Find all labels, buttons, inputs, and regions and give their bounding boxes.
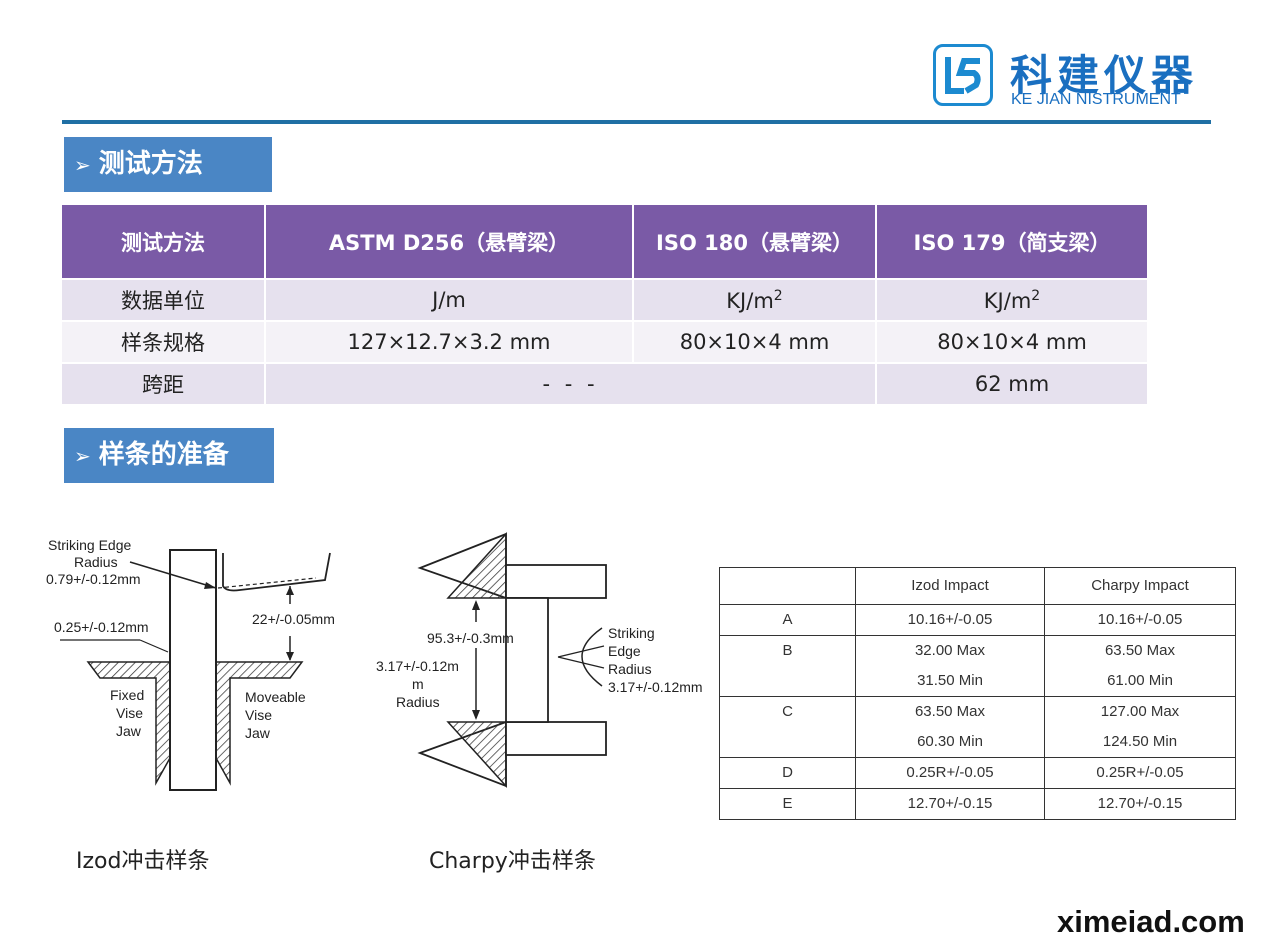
table-header: Izod Impact [855,567,1045,605]
row-label: D [719,757,856,789]
svg-text:Moveable: Moveable [245,689,306,705]
brand-name-en: KE JIAN NISTRUMENT [1011,91,1181,108]
table-header-row: Izod Impact Charpy Impact [719,567,1236,605]
row-label: E [719,788,856,820]
table-cell: 12.70+/-0.15 [855,788,1045,820]
svg-text:0.25+/-0.12mm: 0.25+/-0.12mm [54,619,149,635]
table-cell: 12.70+/-0.15 [1044,788,1236,820]
test-method-table: 测试方法 ASTM D256（悬臂梁） ISO 180（悬臂梁） ISO 179… [62,205,1149,404]
svg-text:0.79+/-0.12mm: 0.79+/-0.12mm [46,571,141,587]
svg-text:Striking Edge: Striking Edge [48,537,131,553]
arrow-icon: ➢ [74,444,91,468]
table-row: 跨距 - - - 62 mm [62,362,1149,404]
table-row: D 0.25R+/-0.05 0.25R+/-0.05 [719,757,1236,789]
table-header: 测试方法 [62,205,266,279]
table-cell: 127×12.7×3.2 mm [265,320,634,363]
charpy-specimen-diagram: 95.3+/-0.3mm 3.17+/-0.12m m Radius Strik… [376,532,702,788]
table-header-row: 测试方法 ASTM D256（悬臂梁） ISO 180（悬臂梁） ISO 179… [62,205,1149,279]
section-title-test-method: ➢测试方法 [64,137,272,192]
svg-text:22+/-0.05mm: 22+/-0.05mm [252,611,335,627]
table-cell: 0.25R+/-0.05 [855,757,1045,789]
moveable-jaw-shape [215,661,304,786]
brand-name-cn: 科建仪器 [1010,51,1199,100]
specimen-dimensions-table: Izod Impact Charpy Impact A 10.16+/-0.05… [719,567,1236,820]
row-label: 样条规格 [62,320,266,363]
table-row: 样条规格 127×12.7×3.2 mm 80×10×4 mm 80×10×4 … [62,320,1149,363]
watermark: ximeiad.com [1057,904,1245,939]
table-header: ASTM D256（悬臂梁） [265,205,634,279]
table-cell: 0.25R+/-0.05 [1044,757,1236,789]
svg-text:Jaw: Jaw [116,723,142,739]
caption-charpy: Charpy冲击样条 [429,849,596,874]
svg-text:Radius: Radius [608,661,652,677]
svg-text:Jaw: Jaw [245,725,271,741]
table-cell: KJ/m2 [876,278,1149,321]
caption-izod: Izod冲击样条 [76,849,210,874]
svg-text:Edge: Edge [608,643,641,659]
svg-text:Vise: Vise [245,707,272,723]
svg-text:Fixed: Fixed [110,687,144,703]
striker-shape [222,552,331,592]
svg-text:Striking: Striking [608,625,655,641]
table-cell: 10.16+/-0.05 [1044,604,1236,636]
svg-text:m: m [412,676,424,692]
header-divider [62,120,1211,124]
table-cell: - - - [265,362,877,404]
table-row: E 12.70+/-0.15 12.70+/-0.15 [719,788,1236,820]
fixed-jaw-shape [86,661,171,786]
table-header: ISO 180（悬臂梁） [633,205,877,279]
izod-specimen-diagram: Striking Edge Radius 0.79+/-0.12mm 0.25+… [46,537,335,791]
table-cell: 80×10×4 mm [876,320,1149,363]
svg-text:95.3+/-0.3mm: 95.3+/-0.3mm [427,630,514,646]
brand-logo-icon [933,44,993,106]
table-header [719,567,856,605]
table-row: 数据单位 J/m KJ/m2 KJ/m2 [62,278,1149,321]
table-header: ISO 179（简支梁） [876,205,1149,279]
svg-text:Radius: Radius [396,694,440,710]
row-label: A [719,604,856,636]
svg-text:Radius: Radius [74,554,118,570]
table-cell: 10.16+/-0.05 [855,604,1045,636]
svg-text:3.17+/-0.12mm: 3.17+/-0.12mm [608,679,702,695]
row-label: C [719,696,856,758]
table-cell: 62 mm [876,362,1149,404]
table-cell: 80×10×4 mm [633,320,877,363]
row-label: B [719,635,856,697]
svg-text:Vise: Vise [116,705,143,721]
row-label: 数据单位 [62,278,266,321]
table-row: A 10.16+/-0.05 10.16+/-0.05 [719,604,1236,636]
section-title-specimen-prep: ➢样条的准备 [64,428,274,483]
arrow-icon: ➢ [74,153,91,177]
table-header: Charpy Impact [1044,567,1236,605]
izod-specimen-bar [169,549,217,791]
row-label: 跨距 [62,362,266,404]
table-cell: J/m [265,278,634,321]
svg-text:3.17+/-0.12m: 3.17+/-0.12m [376,658,459,674]
table-cell: KJ/m2 [633,278,877,321]
charpy-specimen-bar [505,597,549,723]
